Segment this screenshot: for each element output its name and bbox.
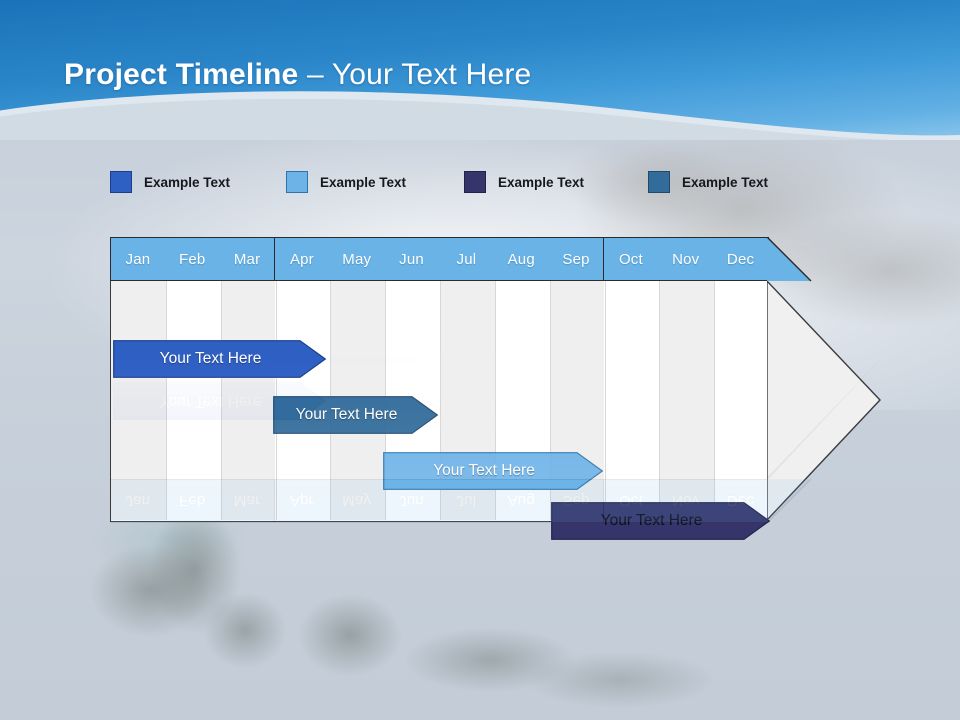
timeline-month-header-aug[interactable]: Aug: [493, 237, 550, 281]
legend-swatch-icon: [464, 171, 486, 193]
timeline-arrow-tip: [767, 281, 881, 521]
timeline-month-label: Jun: [399, 250, 424, 268]
timeline-column-separator: [659, 281, 661, 520]
timeline-month-header-sep[interactable]: Sep: [548, 237, 605, 281]
timeline-bar-1[interactable]: Your Text Here: [113, 340, 326, 378]
timeline-month-label: Sep: [562, 250, 590, 268]
timeline-column-oct: [604, 281, 660, 520]
timeline-month-header-jun[interactable]: Jun: [384, 237, 440, 281]
timeline-bar-3[interactable]: Your Text Here: [383, 452, 603, 490]
timeline-column-separator: [165, 281, 167, 520]
timeline-bar-shape: [383, 452, 603, 490]
timeline-month-label: Oct: [618, 250, 643, 268]
timeline-month-header-jan[interactable]: Jan: [110, 237, 166, 281]
header-banner: [0, 0, 960, 140]
timeline-column-separator: [494, 281, 496, 520]
timeline-column-dec: [714, 281, 769, 520]
timeline-header-arrow-tip: [767, 237, 812, 282]
timeline-month-label: Apr: [289, 250, 314, 268]
timeline-bar-2[interactable]: Your Text Here: [273, 396, 438, 434]
timeline-column-jan: [111, 281, 166, 520]
timeline-month-header-nov[interactable]: Nov: [658, 237, 715, 281]
timeline-bar-shape: [273, 396, 438, 434]
legend-swatch-icon: [110, 171, 132, 193]
page-title-rest: – Your Text Here: [298, 58, 532, 91]
legend-label: Example Text: [682, 174, 769, 190]
timeline-column-separator: [604, 281, 606, 520]
timeline-month-label: Dec: [726, 250, 755, 268]
legend-label: Example Text: [144, 174, 231, 190]
timeline-column-nov: [659, 281, 715, 520]
page-title: Project Timeline – Your Text Here: [64, 58, 531, 92]
legend-swatch-icon: [648, 171, 670, 193]
timeline-month-header-mar[interactable]: Mar: [219, 237, 276, 281]
timeline-month-label: May: [342, 250, 372, 268]
timeline-bar-4[interactable]: Your Text Here: [551, 502, 770, 540]
timeline-bar-shape: [551, 502, 770, 540]
legend-item-2[interactable]: Example Text: [286, 171, 406, 193]
timeline-month-label: Mar: [233, 250, 261, 268]
page-title-bold: Project Timeline: [64, 58, 299, 91]
timeline-month-header-apr[interactable]: Apr: [274, 237, 331, 281]
timeline-bar-shape: [113, 340, 326, 378]
legend-swatch-icon: [286, 171, 308, 193]
timeline-column-separator: [714, 281, 716, 520]
timeline-month-header-oct[interactable]: Oct: [603, 237, 660, 281]
legend-label: Example Text: [320, 174, 407, 190]
timeline-month-header-may[interactable]: May: [329, 237, 386, 281]
timeline-column-mar: [220, 281, 276, 520]
timeline-column-separator: [440, 281, 441, 520]
timeline-month-header-dec[interactable]: Dec: [713, 237, 769, 281]
timeline-month-label: Nov: [672, 250, 700, 268]
timeline-column-separator: [549, 281, 551, 520]
timeline-month-header-feb[interactable]: Feb: [164, 237, 221, 281]
timeline-column-separator: [220, 281, 222, 520]
legend-item-3[interactable]: Example Text: [464, 171, 584, 193]
timeline-month-header-jul[interactable]: Jul: [439, 237, 495, 281]
legend-item-4[interactable]: Example Text: [648, 171, 768, 193]
timeline-column-feb: [165, 281, 221, 520]
legend-item-1[interactable]: Example Text: [110, 171, 230, 193]
timeline-month-label: Aug: [507, 250, 535, 268]
legend-label: Example Text: [498, 174, 585, 190]
timeline-month-label: Feb: [179, 250, 206, 268]
timeline-chart: Jan Feb Mar Apr May Jun Jul Aug Sep Oct Nov Dec You…: [110, 237, 881, 540]
timeline-month-label: Jan: [125, 250, 151, 268]
timeline-month-label: Jul: [456, 250, 477, 268]
banner-wave-shape: [0, 91, 960, 140]
